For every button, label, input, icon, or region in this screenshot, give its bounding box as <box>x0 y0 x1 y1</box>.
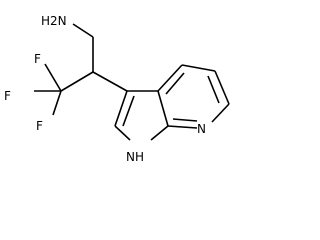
bond-c6-n7 <box>211 103 230 123</box>
bond-nh2-ch2 <box>72 23 94 38</box>
bond-c-f-bottom <box>52 90 62 116</box>
bond-ch-ring <box>92 71 128 92</box>
pyrrole-nh-label: NH <box>126 150 144 164</box>
bond-c2-n1 <box>114 125 131 141</box>
bond-c3a-c4 <box>157 64 183 92</box>
fluorine-bottom-label: F <box>36 119 43 133</box>
bond-n7-c7a-double <box>172 118 198 122</box>
bond-c3-c2-double <box>122 95 135 127</box>
bond-c3a-c7a <box>157 90 169 127</box>
bond-c4-c5 <box>181 64 216 72</box>
amine-label: H2N <box>41 14 67 28</box>
structure-diagram: H2N F F F N NH <box>4 14 230 164</box>
bond-n1-c7a <box>150 125 169 141</box>
bond-n7-c7a <box>167 125 198 129</box>
bond-c3-c2 <box>114 90 128 127</box>
fluorine-top-label: F <box>34 52 41 66</box>
bond-c5-c6 <box>214 70 230 105</box>
bond-c3a-c4-double <box>165 72 185 95</box>
bond-ch-cf3 <box>60 71 94 92</box>
bond-c-f-top <box>44 63 62 92</box>
bond-c5-c6-double <box>207 75 220 104</box>
pyridine-nitrogen-label: N <box>197 122 206 136</box>
fluorine-left-label: F <box>4 89 11 103</box>
molecule-drawing: H2N F F F N NH <box>4 14 230 164</box>
